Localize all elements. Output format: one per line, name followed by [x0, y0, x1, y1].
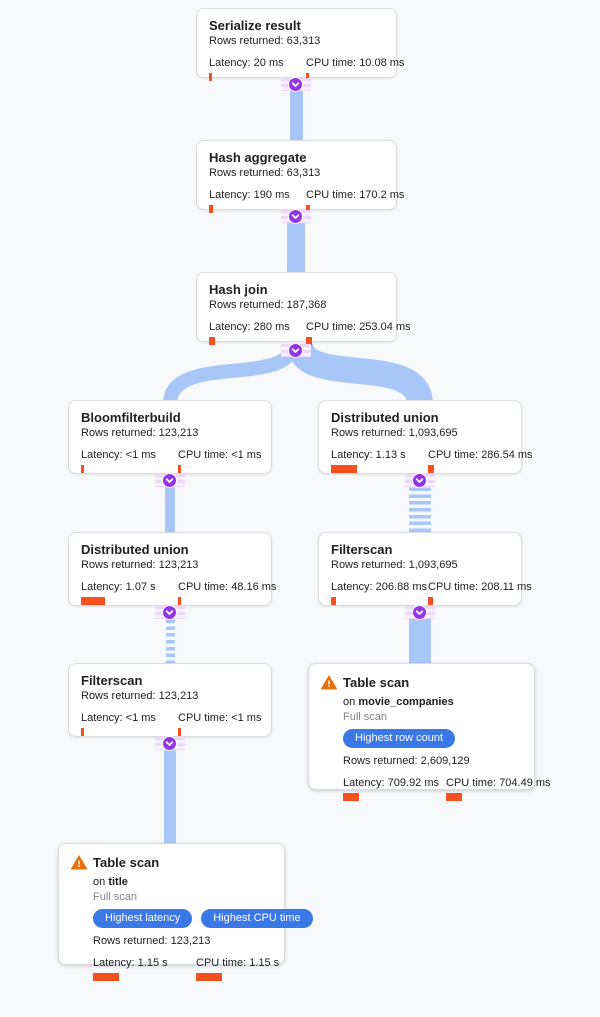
flow-band	[409, 606, 431, 663]
flow-band	[290, 78, 303, 140]
node-table-scan-title[interactable]: Table scan on title Full scan Highest la…	[58, 843, 313, 981]
cpu-bar	[428, 597, 433, 605]
scan-type: Full scan	[93, 891, 138, 903]
node-title: Hash aggregate	[209, 150, 307, 165]
cpu-metric: CPU time: 286.54 ms	[428, 448, 533, 473]
latency-metric: Latency: 709.92 ms	[343, 776, 439, 801]
badge-highest-latency: Highest latency	[93, 909, 193, 928]
cpu-metric: CPU time: <1 ms	[178, 711, 261, 736]
node-title: Hash join	[209, 282, 268, 297]
latency-metric: Latency: 190 ms	[209, 188, 294, 213]
node-title: Table scan	[343, 675, 410, 690]
latency-metric: Latency: 1.13 s	[331, 448, 416, 473]
chevron-down-circle-icon[interactable]	[288, 209, 303, 224]
flow-band	[287, 210, 305, 272]
chevron-down-circle-icon[interactable]	[162, 736, 177, 751]
latency-bar	[209, 73, 212, 81]
cpu-bar	[178, 465, 181, 473]
cpu-metric: CPU time: 208.11 ms	[428, 580, 532, 605]
latency-metric: Latency: 1.15 s	[93, 956, 182, 981]
latency-bar	[343, 793, 359, 801]
latency-bar	[81, 728, 84, 736]
latency-metric: Latency: 20 ms	[209, 56, 294, 81]
chevron-down-circle-icon[interactable]	[162, 473, 177, 488]
cpu-bar	[428, 465, 434, 473]
flow-band	[165, 474, 175, 532]
rows-returned: Rows returned: 63,313	[209, 167, 321, 179]
rows-returned: Rows returned: 1,093,695	[331, 559, 458, 571]
latency-bar	[209, 337, 215, 345]
cpu-metric: CPU time: 170.2 ms	[306, 188, 404, 213]
latency-metric: Latency: 206.88 ms	[331, 580, 427, 605]
latency-bar	[81, 597, 105, 605]
cpu-bar	[446, 793, 462, 801]
node-title: Bloomfilterbuild	[81, 410, 181, 425]
node-distributed-union-left[interactable]: Distributed union Rows returned: 123,213…	[68, 532, 276, 606]
chevron-down-circle-icon[interactable]	[412, 473, 427, 488]
node-title: Table scan	[93, 855, 160, 870]
latency-bar	[331, 465, 357, 473]
latency-bar	[209, 205, 213, 213]
node-filterscan-left[interactable]: Filterscan Rows returned: 123,213 Latenc…	[68, 663, 272, 737]
cpu-bar	[306, 205, 310, 213]
node-title: Filterscan	[81, 673, 143, 688]
warning-icon	[71, 855, 87, 875]
rows-returned: Rows returned: 2,609,129	[343, 755, 470, 767]
chevron-down-circle-icon[interactable]	[288, 343, 303, 358]
scan-type: Full scan	[343, 711, 388, 723]
flow-band-striped	[409, 474, 431, 532]
latency-metric: Latency: <1 ms	[81, 448, 166, 473]
cpu-bar	[196, 973, 222, 981]
warning-icon	[321, 675, 337, 695]
node-hash-aggregate[interactable]: Hash aggregate Rows returned: 63,313 Lat…	[196, 140, 404, 213]
latency-metric: Latency: <1 ms	[81, 711, 166, 736]
chevron-down-circle-icon[interactable]	[162, 605, 177, 620]
cpu-metric: CPU time: <1 ms	[178, 448, 261, 473]
node-serialize-result[interactable]: Serialize result Rows returned: 63,313 L…	[196, 8, 404, 81]
latency-bar	[331, 597, 336, 605]
node-title: Distributed union	[81, 542, 189, 557]
node-title: Filterscan	[331, 542, 393, 557]
cpu-metric: CPU time: 253.04 ms	[306, 320, 411, 345]
cpu-metric: CPU time: 704.49 ms	[446, 776, 551, 801]
node-table-scan-movie-companies[interactable]: Table scan on movie_companies Full scan …	[308, 663, 551, 801]
scan-target: on movie_companies	[343, 696, 454, 708]
scan-target: on title	[93, 876, 128, 888]
badge-highest-row-count: Highest row count	[343, 729, 456, 748]
cpu-metric: CPU time: 1.15 s	[196, 956, 279, 981]
cpu-bar	[306, 73, 309, 81]
rows-returned: Rows returned: 1,093,695	[331, 427, 458, 439]
badge-highest-cpu-time: Highest CPU time	[201, 909, 313, 928]
chevron-down-circle-icon[interactable]	[288, 77, 303, 92]
cpu-bar	[306, 337, 312, 345]
latency-metric: Latency: 1.07 s	[81, 580, 166, 605]
latency-bar	[93, 973, 119, 981]
rows-returned: Rows returned: 63,313	[209, 35, 321, 47]
rows-returned: Rows returned: 123,213	[81, 427, 199, 439]
cpu-metric: CPU time: 48.16 ms	[178, 580, 276, 605]
cpu-bar	[178, 728, 181, 736]
node-distributed-union-right[interactable]: Distributed union Rows returned: 1,093,6…	[318, 400, 533, 474]
rows-returned: Rows returned: 123,213	[81, 690, 199, 702]
node-hash-join[interactable]: Hash join Rows returned: 187,368 Latency…	[196, 272, 411, 345]
rows-returned: Rows returned: 123,213	[81, 559, 199, 571]
node-bloomfilterbuild[interactable]: Bloomfilterbuild Rows returned: 123,213 …	[68, 400, 272, 474]
latency-metric: Latency: 280 ms	[209, 320, 294, 345]
flow-band	[164, 737, 176, 843]
latency-bar	[81, 465, 84, 473]
cpu-metric: CPU time: 10.08 ms	[306, 56, 404, 81]
flow-band-striped	[166, 606, 175, 663]
node-title: Distributed union	[331, 410, 439, 425]
node-title: Serialize result	[209, 18, 301, 33]
rows-returned: Rows returned: 187,368	[209, 299, 327, 311]
node-filterscan-right[interactable]: Filterscan Rows returned: 1,093,695 Late…	[318, 532, 532, 606]
rows-returned: Rows returned: 123,213	[93, 935, 211, 947]
cpu-bar	[178, 597, 181, 605]
chevron-down-circle-icon[interactable]	[412, 605, 427, 620]
